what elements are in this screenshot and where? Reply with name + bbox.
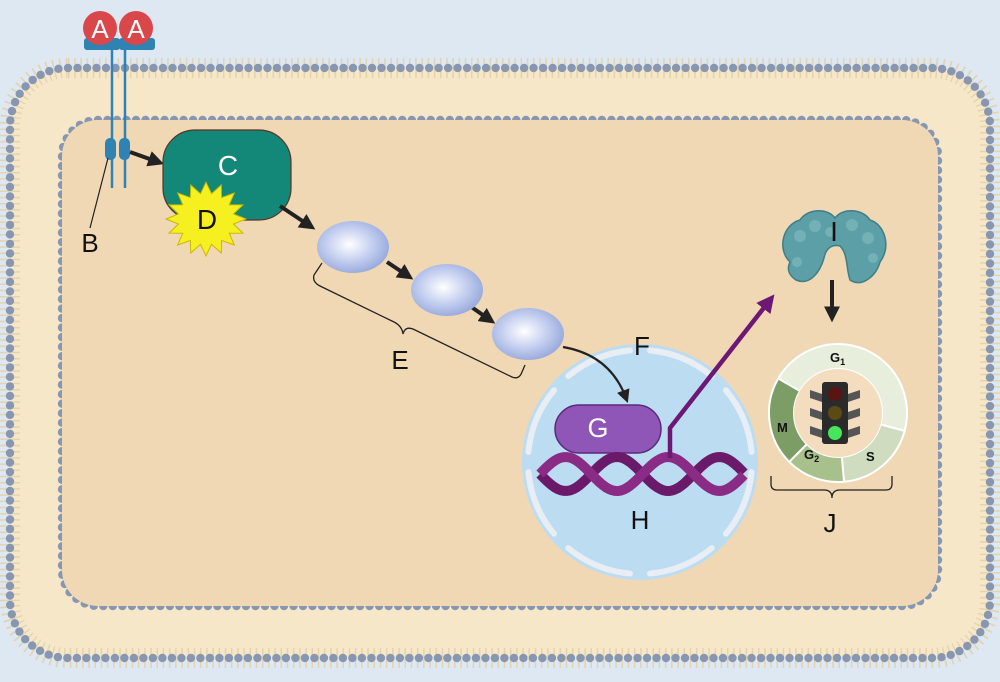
phase-g1-label: G1: [830, 350, 845, 367]
cascade-node-3: [492, 308, 564, 360]
traffic-light-icon: [810, 382, 860, 444]
bracket-cycle: [770, 476, 893, 499]
cascade-node-1: [317, 221, 389, 273]
activator-d: D: [164, 181, 248, 257]
dna-helix-icon: [536, 451, 748, 497]
arrow-gene-to-protein: [667, 294, 775, 458]
arrow-cascade-1-2: [385, 260, 414, 280]
cascade-node-2: [411, 264, 483, 316]
svg-text:A: A: [127, 14, 145, 44]
arrow-cascade-2-3: [468, 304, 496, 324]
bracket-icon: [312, 262, 526, 379]
nucleus: [522, 344, 758, 580]
svg-text:D: D: [197, 204, 217, 235]
membrane-beads: [5, 63, 995, 663]
ligand-right: A: [119, 11, 153, 45]
phase-s-label: S: [866, 449, 875, 464]
ligand-left: A: [83, 11, 117, 45]
receptor-leader-line: [89, 157, 109, 229]
phase-g2-label: G2: [804, 447, 819, 464]
label-dna: H: [631, 505, 650, 535]
protein-i: I: [782, 210, 887, 284]
svg-text:A: A: [91, 14, 109, 44]
svg-text:C: C: [218, 150, 238, 181]
label-cascade: E: [391, 345, 408, 375]
transcription-factor-g: G: [554, 404, 662, 454]
phase-m-label: M: [777, 420, 788, 435]
label-cell-cycle: J: [824, 508, 837, 538]
label-receptor: B: [81, 228, 98, 258]
svg-text:G: G: [587, 413, 608, 443]
label-nucleus: F: [634, 331, 650, 361]
svg-text:I: I: [830, 216, 838, 247]
arrow-cascade-to-nucleus: [562, 345, 630, 403]
arrow-receptor-to-kinase: [129, 150, 165, 167]
arrow-kinase-to-cascade: [278, 204, 316, 230]
